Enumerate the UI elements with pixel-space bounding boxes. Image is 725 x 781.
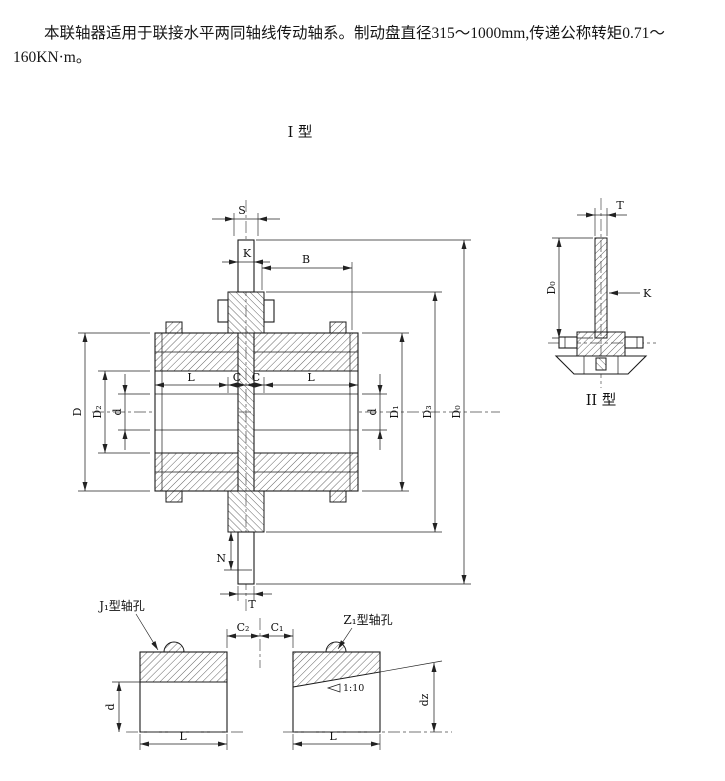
- label-d-right: d: [366, 408, 379, 415]
- type1-drawing: I 型: [71, 124, 500, 614]
- label-c1: C₁: [271, 621, 284, 634]
- dim-d3: D₃: [266, 291, 442, 533]
- dim-big-d: D: [71, 332, 150, 492]
- label-l-left: L: [187, 371, 195, 384]
- j1-leader: [135, 613, 159, 651]
- taper-label: 1:10: [343, 683, 364, 694]
- label-k: K: [243, 247, 252, 260]
- shaft-hole-details: C₂ C₁ J₁型轴孔 d L Z₁型轴孔: [97, 598, 452, 750]
- type2-drawing: T D₀ K II 型: [545, 198, 656, 409]
- label-d1: D₁: [388, 405, 401, 418]
- type2-label-t: T: [616, 199, 624, 212]
- z1-shaft-hole: Z₁型轴孔 1:10 dz L: [283, 612, 452, 750]
- boss-bolt-left: [217, 299, 229, 323]
- z1-dim-dz: dz: [379, 660, 443, 732]
- disc-boss-bottom: [227, 490, 265, 533]
- dim-d2: D₂: [91, 370, 150, 454]
- dim-k: K: [222, 247, 270, 265]
- j1-dim-l: L: [139, 730, 228, 750]
- j1-shaft-hole: J₁型轴孔 d L: [97, 598, 246, 750]
- dim-s: S: [212, 204, 280, 236]
- z1-taper-note: 1:10: [326, 683, 364, 694]
- z1-dim-l: L: [292, 730, 381, 750]
- dim-d0: D₀: [256, 239, 471, 585]
- z1-label-l: L: [329, 730, 337, 743]
- dim-d-right: d: [362, 374, 387, 450]
- j1-boss-bump: [163, 641, 185, 653]
- dim-c2-c1: C₂ C₁: [226, 618, 294, 668]
- label-d0: D₀: [450, 405, 463, 419]
- j1-label: J₁型轴孔: [97, 598, 145, 613]
- label-t: T: [248, 598, 256, 611]
- dim-n: N: [216, 532, 252, 571]
- type2-title: II 型: [586, 392, 617, 409]
- bolt-head-top-right: [329, 321, 347, 334]
- label-d3: D₃: [421, 405, 434, 418]
- label-big-d: D: [71, 407, 84, 416]
- intro-paragraph: 本联轴器适用于联接水平两同轴线传动轴系。制动盘直径315～1000mm,传递公称…: [13, 24, 665, 66]
- type1-title: I 型: [288, 124, 313, 141]
- dim-b: B: [261, 253, 353, 330]
- type2-label-k: K: [643, 287, 652, 300]
- brake-disc-mid-section: [237, 332, 255, 492]
- disc-boss-top: [227, 291, 265, 334]
- type2-dim-d0: D₀: [545, 237, 593, 339]
- dim-d-left: d: [111, 374, 150, 450]
- boss-bolt-right: [263, 299, 275, 323]
- label-c2: C₂: [237, 621, 250, 634]
- type2-bolt-left: [558, 336, 578, 349]
- j1-label-d: d: [104, 703, 117, 710]
- type2-brake-disc: [594, 237, 608, 339]
- label-c-left: C: [233, 371, 241, 384]
- type2-hub-block: [576, 331, 626, 357]
- dim-t: T: [220, 586, 272, 611]
- type2-dim-k: K: [609, 287, 652, 300]
- label-d2: D₂: [91, 405, 104, 418]
- j1-hub-section: [139, 651, 228, 683]
- bolt-head-bottom-right: [329, 490, 347, 503]
- dim-lccl: L C C L: [155, 371, 358, 393]
- type2-key: [595, 357, 607, 371]
- type2-label-d0: D₀: [545, 281, 558, 295]
- bolt-head-top-left: [165, 321, 183, 334]
- z1-label-dz: dz: [418, 693, 431, 706]
- label-s: S: [238, 204, 246, 217]
- j1-label-l: L: [179, 730, 187, 743]
- label-n: N: [216, 552, 226, 565]
- label-b: B: [302, 253, 310, 266]
- taper-symbol: [326, 683, 341, 693]
- label-l-right: L: [307, 371, 315, 384]
- dim-d1: D₁: [362, 332, 409, 492]
- z1-label: Z₁型轴孔: [343, 612, 392, 627]
- z1-boss-bump: [325, 641, 347, 653]
- brake-disc-bottom: [237, 531, 255, 585]
- label-d-left: d: [111, 408, 124, 415]
- type2-dim-t: T: [577, 199, 627, 236]
- j1-dim-d: d: [104, 681, 140, 732]
- type2-bolt-right: [624, 336, 644, 349]
- label-c-right: C: [252, 371, 260, 384]
- bolt-head-bottom-left: [165, 490, 183, 503]
